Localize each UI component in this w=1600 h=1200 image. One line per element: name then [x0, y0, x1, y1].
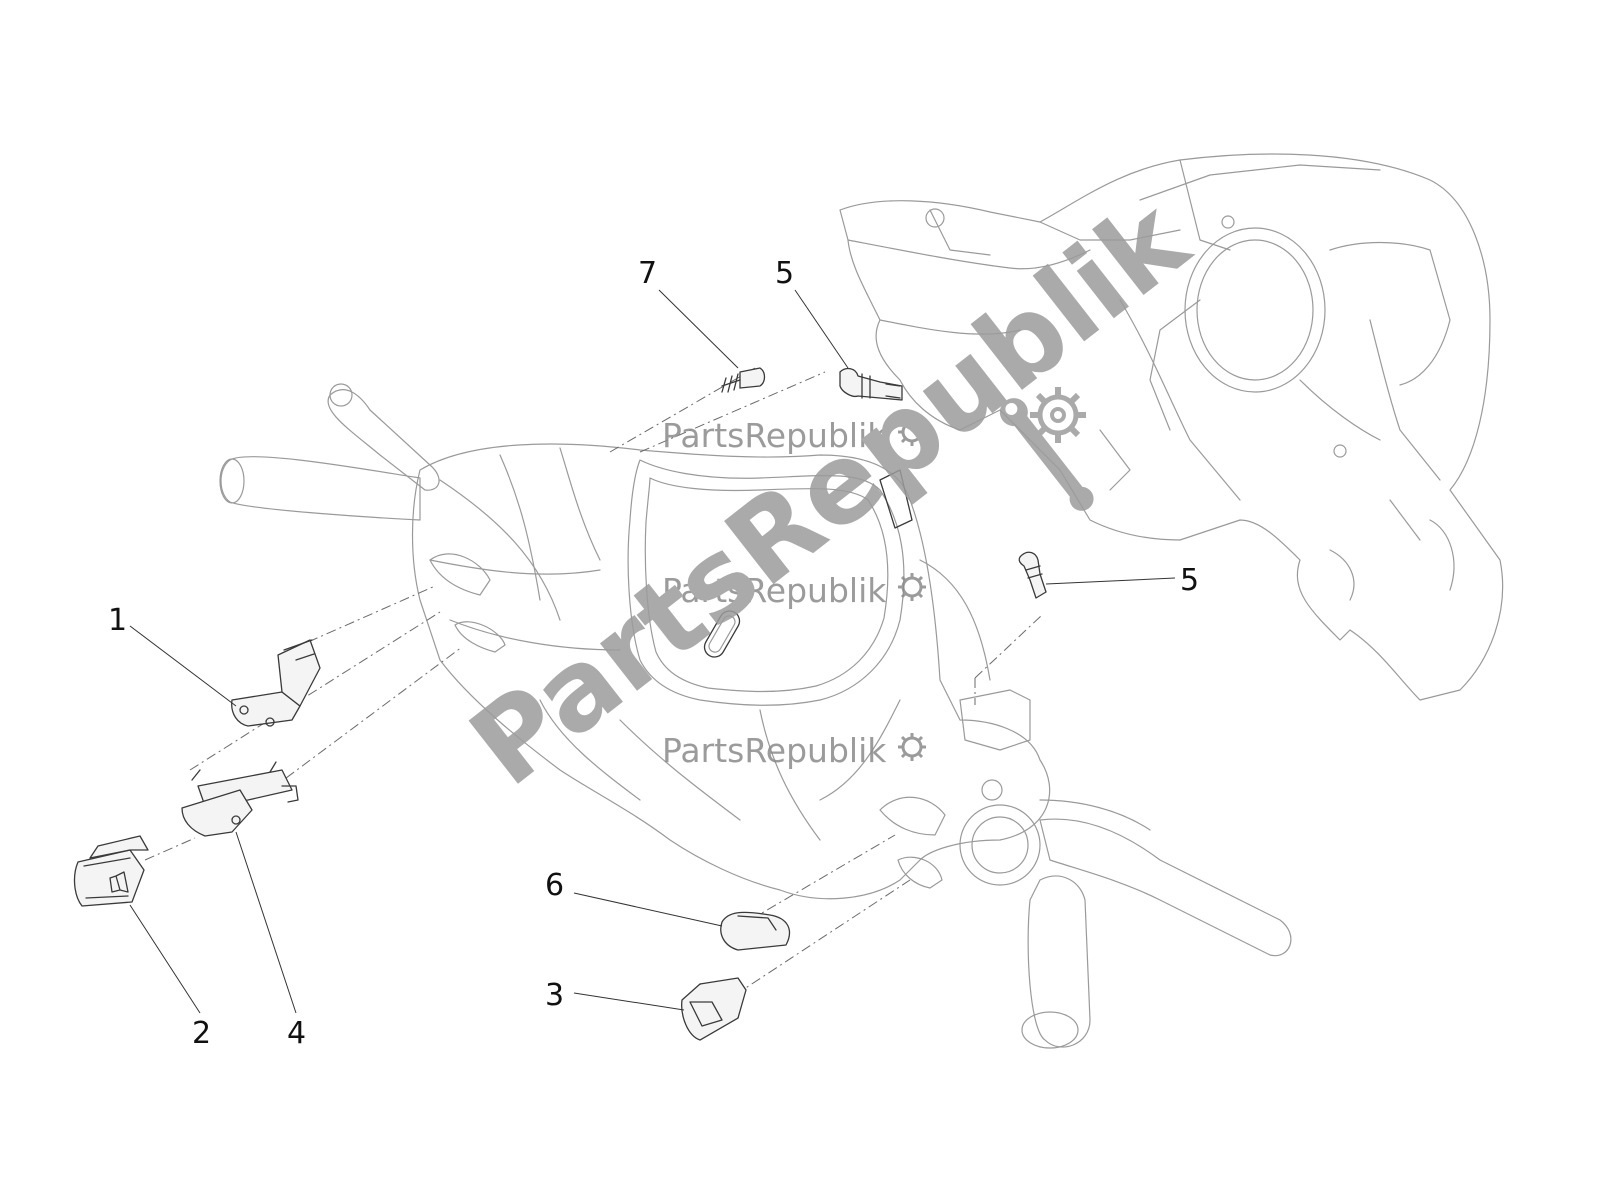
watermark-text-3: PartsRepublik	[662, 731, 887, 770]
callout-3: 3	[545, 978, 564, 1013]
watermark-text-2: PartsRepublik	[662, 571, 887, 610]
watermark: PartsRepublik PartsRepublik PartsRepubli…	[447, 174, 1212, 811]
part-5-bulb-lower	[1018, 551, 1047, 599]
part-2-horn-button	[73, 835, 149, 907]
part-1-switch	[231, 639, 321, 727]
callout-7: 7	[638, 256, 657, 291]
callout-4: 4	[287, 1016, 306, 1051]
watermark-big-text: PartsRepublik	[447, 174, 1212, 811]
gear-icon	[898, 418, 926, 446]
assembly-lines	[144, 367, 1043, 996]
leader-lines	[129, 289, 1176, 1014]
watermark-text-1: PartsRepublik	[662, 416, 887, 455]
part-7-screw	[721, 367, 766, 393]
front-handlebar-assembly	[219, 383, 1292, 1049]
gear-icon	[898, 573, 926, 601]
wrench-icon	[999, 398, 1094, 511]
rear-handlebar-cover	[839, 153, 1504, 701]
callout-5-lower: 5	[1180, 563, 1199, 598]
callout-5-upper: 5	[775, 256, 794, 291]
part-6-cover-button	[720, 911, 791, 951]
callouts: 7 5 5 1 6 3 2 4	[108, 256, 1199, 1051]
part-3-button	[681, 977, 747, 1041]
part-5-bulb-upper	[839, 367, 903, 401]
gear-icon	[1030, 387, 1086, 443]
callout-1: 1	[108, 603, 127, 638]
callout-2: 2	[192, 1016, 211, 1051]
callout-6: 6	[545, 868, 564, 903]
gear-icon	[898, 733, 926, 761]
part-4-switch-housing	[181, 761, 299, 837]
